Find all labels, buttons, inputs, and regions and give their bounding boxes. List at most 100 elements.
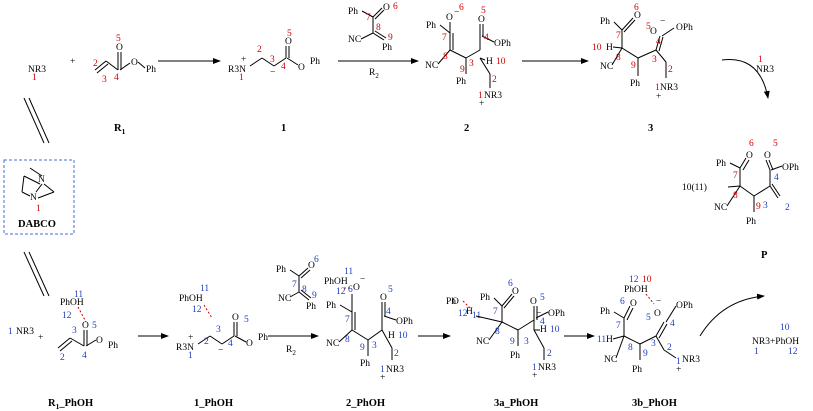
- b-final-n1: 1: [754, 347, 759, 357]
- b2-n1: 1: [380, 365, 385, 375]
- b3b-n7: 7: [616, 321, 621, 331]
- b3b-nc: NC: [604, 355, 617, 365]
- acrylate-r1: O O Ph 5 4 3 2: [93, 34, 156, 85]
- b3a-n9: 9: [510, 337, 515, 347]
- int3b-phoh: 12 10 PhOH Ph O 6 H 11 NC Ph O − OPh: [597, 275, 700, 375]
- int2-num-1: 1: [478, 91, 483, 101]
- b2-oph: OPh: [396, 317, 413, 327]
- b-r1-phoh: PhOH: [60, 298, 84, 308]
- b2-n5: 5: [388, 285, 393, 295]
- b3a-plus: +: [532, 371, 537, 381]
- b1-n2: 2: [204, 337, 209, 347]
- r2-ph: Ph: [348, 7, 358, 17]
- curved-arrow-release: [721, 58, 770, 99]
- b3a-n8: 8: [495, 327, 500, 337]
- p-num-9: 9: [756, 202, 761, 212]
- product-p: Ph O 10(11) NC Ph O OPh 2 3 4 5 6 7 8 9 …: [682, 139, 799, 261]
- p-h: 10(11): [682, 182, 707, 193]
- int3-num-4: 4: [656, 37, 661, 47]
- int3-num-2: 2: [668, 65, 673, 75]
- b1-n3: 3: [216, 325, 221, 335]
- acrylate-num-2: 2: [93, 59, 98, 69]
- b-nr3: NR3: [16, 327, 34, 337]
- p-ester-o: O: [764, 151, 771, 161]
- b3a-n3: 3: [524, 337, 529, 347]
- int3-plus: +: [656, 92, 661, 102]
- r2-num-6: 6: [393, 2, 398, 12]
- release-nr3: NR3: [756, 65, 774, 75]
- int2-num-7: 7: [442, 33, 447, 43]
- b3a-ph-prefix: Ph: [446, 297, 456, 307]
- label-r1-phoh: R1_PhOH: [48, 398, 93, 411]
- b-r2-n8: 8: [302, 285, 307, 295]
- int2-num-2: 2: [492, 75, 497, 85]
- b3a-n10: 10: [550, 325, 560, 335]
- b3a-n6: 6: [508, 279, 513, 289]
- b1-ester-o: O: [246, 339, 253, 349]
- int3-carbonyl-o: O: [634, 11, 641, 21]
- int3-num-7: 7: [616, 31, 621, 41]
- intermediate-1: R3N + O O Ph − 1 2 3 4 5: [228, 29, 320, 83]
- b2-h: H: [388, 331, 395, 341]
- int3-nc: NC: [600, 62, 613, 72]
- b-r1-n3: 3: [72, 326, 77, 336]
- b2-n4: 4: [386, 307, 391, 317]
- b3b-o5: O: [654, 309, 661, 319]
- int3-num-6: 6: [634, 3, 639, 13]
- label-1-phoh: 1_PhOH: [194, 398, 233, 409]
- int3-num-1: 1: [655, 83, 660, 93]
- p-ph2: Ph: [746, 217, 756, 227]
- int2-ph2: Ph: [456, 77, 466, 87]
- int3-oph: OPh: [676, 23, 693, 33]
- int2-num-6: 6: [459, 3, 464, 13]
- b3b-ph2: Ph: [632, 365, 642, 375]
- b3b-plus: +: [676, 365, 681, 375]
- b3a-ph2: Ph: [510, 351, 520, 361]
- b2-n7: 7: [345, 315, 350, 325]
- int2-ph: Ph: [426, 21, 436, 31]
- b3b-n10-top: 10: [642, 275, 652, 285]
- int1-ester-o: O: [298, 63, 305, 73]
- label-r1: R1: [114, 123, 126, 136]
- b3b-carbonyl-o: O: [630, 299, 637, 309]
- b-r2-ph: Ph: [276, 265, 286, 275]
- int2-nc: NC: [425, 61, 438, 71]
- int1-r3n: R3N: [228, 65, 246, 75]
- p-carbonyl-o: O: [746, 151, 753, 161]
- b3a-ph: Ph: [480, 293, 490, 303]
- int1-carbonyl-o: O: [285, 37, 292, 47]
- p-num-2: 2: [785, 203, 790, 213]
- acrylate-ph: Ph: [146, 65, 156, 75]
- plus-sign: +: [70, 57, 75, 67]
- r2-num-9: 9: [388, 33, 393, 43]
- label-p: P: [761, 250, 768, 261]
- b3a-n12: 12: [458, 309, 468, 319]
- int1-phoh: PhOH 11 12 R3N + O O Ph − 1 2 3 4 5: [176, 284, 268, 361]
- p-num-6: 6: [749, 139, 754, 149]
- acrylate-num-5: 5: [116, 34, 121, 44]
- bottom-row: 1 NR3 + PhOH 11 12 O O Ph 5 4 3 2 PhOH 1…: [8, 255, 799, 411]
- p-num-3: 3: [763, 201, 768, 211]
- b3b-n6: 6: [620, 297, 625, 307]
- b2-nr3: NR3: [386, 365, 404, 375]
- b3a-h10: H: [540, 325, 547, 335]
- p-ph: Ph: [716, 159, 726, 169]
- b1-n11: 11: [200, 284, 209, 294]
- b3b-minus: −: [656, 297, 661, 307]
- b-r2-nc: NC: [278, 294, 291, 304]
- b2-n12: 12: [336, 287, 346, 297]
- r2-arrow-label: R2: [369, 68, 379, 80]
- b2-n9: 9: [360, 343, 365, 353]
- b3b-n11: 11: [597, 335, 606, 345]
- r2-num-7: 7: [366, 13, 371, 23]
- label-3b-phoh: 3b_PhOH: [632, 398, 677, 409]
- label-1: 1: [281, 123, 286, 134]
- b1-phoh: PhOH: [179, 294, 203, 304]
- b2-n8: 8: [345, 335, 350, 345]
- p-num-7: 7: [733, 171, 738, 181]
- b3a-minus: −: [536, 309, 541, 319]
- int2-o: O: [446, 13, 453, 23]
- int3a-phoh: O Ph 12 11 H Ph O 6 NC Ph O − OPh: [446, 279, 565, 381]
- nr3-text: NR3: [28, 65, 46, 75]
